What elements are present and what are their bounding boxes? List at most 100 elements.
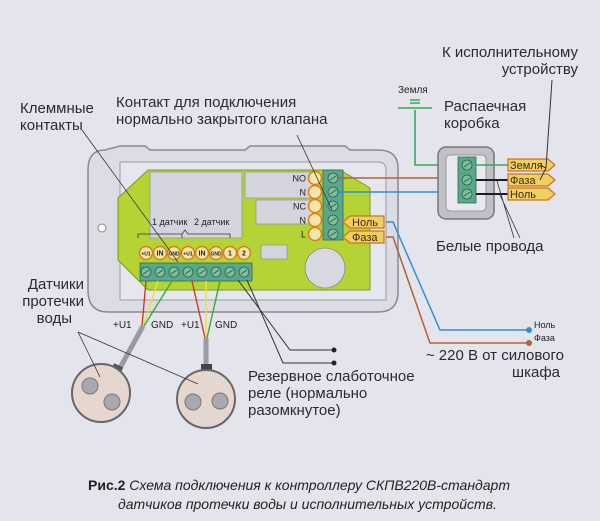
right-pin-label: N [300,188,307,198]
right-pin-label: N [300,216,307,226]
white-wires-label: Белые провода [436,238,544,255]
junction-phase-label: Фаза [510,175,536,187]
screw-slot [329,175,337,181]
figure-caption: Рис.2 Схема подключения к контроллеру СК… [88,476,510,514]
valve-contact-label: Контакт для подключения нормально закрыт… [116,94,328,128]
bottom-pin [236,245,252,261]
right-pin-label: L [301,230,306,240]
source-null-label: Ноль [534,320,556,330]
sensor2-gnd-label: GND [215,320,237,331]
board-display-area [149,171,243,239]
sensor-group-2-label: 2 датчик [194,217,229,227]
leak-sensors-label: Датчики протечки воды [22,276,84,327]
bottom-pin [222,245,238,261]
controller-null-arrow-icon [342,215,385,229]
bottom-pin-label: IN [199,251,206,258]
sensor2-u1-label: +U1 [181,320,200,331]
right-pin [307,198,323,214]
screw-slot [240,269,248,275]
sensor1-u1-label: +U1 [113,320,132,331]
spare-relay-dot-2 [331,360,337,366]
bottom-pin-label: IN [157,251,164,258]
leak-sensors-leader [77,331,199,385]
bottom-terminal-strip [139,262,253,282]
bottom-pin [180,245,196,261]
figure-number: Рис.2 [88,477,126,493]
sensor1-gnd-label: GND [151,320,173,331]
ground-label: Земля [398,85,428,96]
white-wires-leader [496,180,521,239]
screw-slot [463,177,471,183]
wire-null-source [386,221,528,331]
sensor-electrode [211,392,229,410]
sensor-bracket [137,229,231,238]
source-phase-label: Фаза [534,333,555,343]
buzzer [304,247,346,289]
bottom-pin [208,245,224,261]
spare-relay-wire-1 [237,279,333,351]
terminal-contacts-label: Клеммные контакты [20,100,94,134]
phase-terminal-dot [526,340,532,346]
sensor-electrode [81,377,99,395]
sensor1-wire-yellow [142,280,159,327]
bottom-pin [152,245,168,261]
power-source-label: ~ 220 В от силового шкафа [425,347,564,381]
sensor1-cable [117,324,146,370]
controller-phase-arrow-icon [342,230,385,244]
terminal-contacts-leader [81,129,179,263]
screw-slot [463,162,471,168]
junction-null-label: Ноль [510,189,536,201]
bottom-pin-label: 1 [228,251,232,258]
screw-slot [329,189,337,195]
junction-ground-arrow-icon [507,158,556,172]
wire-phase-source [386,236,528,344]
junction-ground-label: Земля [510,160,543,172]
right-pin [307,212,323,228]
bottom-pin-label: +U1 [183,252,193,258]
sensor1-wire-green [143,280,173,327]
bottom-pin-label: +U1 [141,252,151,258]
screw-slot [170,269,178,275]
leak-sensor-2 [176,364,236,429]
screw-slot [198,269,206,275]
screw-slot [329,231,337,237]
bottom-pin-label: GND [168,252,180,258]
sensor-electrode [103,393,121,411]
screw-slot [226,269,234,275]
spare-relay-wire-2 [246,279,333,364]
screw-slot [184,269,192,275]
right-pin [307,184,323,200]
spare-relay-label: Резервное слаботочное реле (нормально ра… [248,368,415,419]
bottom-pin-label: 2 [242,251,246,258]
right-pin [307,226,323,242]
screw-slot [463,191,471,197]
actuator-label: К исполнительному устройству [441,44,578,78]
caption-line-1: Схема подключения к контроллеру СКПВ220В… [129,477,511,493]
spare-relay-dot-1 [331,347,337,353]
relay-block-2 [255,199,314,225]
relay-block-1 [244,171,314,199]
leak-sensor-1 [71,363,131,423]
controller-null-label: Ноль [352,217,378,229]
junction-box-label: Распаечная коробка [444,98,527,132]
bottom-pin-label: GND [210,252,222,258]
actuator-leader [539,79,553,181]
screw-slot [156,269,164,275]
screw-slot [329,217,337,223]
sensor-electrode [184,393,202,411]
ground-symbol-icon [398,99,432,109]
caption-line-2: датчиков протечки воды и исполнительных … [118,496,497,512]
spare-block [260,244,288,260]
junction-phase-arrow-icon [507,173,556,187]
controller-phase-label: Фаза [352,232,378,244]
bottom-pin [138,245,154,261]
right-pin-label: NC [293,202,306,212]
right-pin-label: NO [293,174,307,184]
sensor-group-1-label: 1 датчик [152,217,187,227]
valve-contact-leader [296,134,333,211]
sensor1-wire-red [141,280,147,327]
junction-null-arrow-icon [507,187,556,201]
bottom-pin [194,245,210,261]
bottom-pin [166,245,182,261]
